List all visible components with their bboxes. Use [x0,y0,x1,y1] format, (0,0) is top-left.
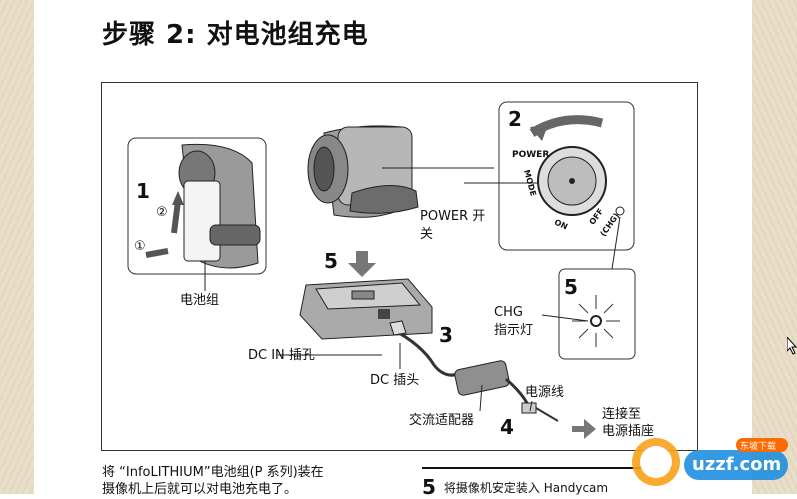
power-dial [464,115,625,270]
battery-pack-label: 电池组 [180,293,220,308]
step-number-5-station: 5 [324,249,338,273]
sub-step-2: ② [156,205,168,220]
right-background-texture [752,0,797,494]
handycam-station [299,251,433,340]
watermark-tag: 东坡下载 [740,442,777,452]
left-background-texture [0,0,34,494]
charging-illustration: 1 2 3 4 5 5 ① ② POWER MODE ON OFF (CHG) … [101,82,698,451]
body-paragraph: 将 “InfoLITHIUM”电池组(P 系列)装在 摄像机上后就可以对电池充电… [102,464,402,498]
body-text-line-2: 摄像机上后就可以对电池充电了。 [102,482,298,497]
next-step-heading: 5 将摄像机安定装入 Handycam [422,467,672,499]
step-number-3: 3 [439,323,453,347]
site-watermark: 东坡下载 uzzf.com [628,434,793,490]
next-step-number: 5 [422,475,436,499]
watermark-badge [632,438,788,486]
dial-inset-frame [498,101,635,251]
mouse-pointer-icon [786,335,797,359]
ac-adaptor-and-cable [278,320,596,439]
to-outlet-label-line1: 连接至 [602,407,642,422]
dc-plug-label: DC 插头 [370,373,420,388]
page-title: 步骤 2: 对电池组充电 [102,20,369,50]
to-outlet-label-line2: 电源插座 [602,424,655,439]
step-number-1: 1 [136,179,150,203]
battery-inset-frame [127,137,267,275]
ac-adaptor-label: 交流适配器 [409,413,475,428]
dc-in-jack-label: DC IN 插孔 [248,348,315,363]
step-number-5-chg: 5 [564,275,578,299]
dial-power-text: POWER [512,150,550,160]
next-step-text: 将摄像机安定装入 Handycam [443,481,609,495]
power-switch-label-line2: 关 [420,227,434,242]
power-switch-label-line1: POWER 开 [420,209,486,224]
body-text-line-1: 将 “InfoLITHIUM”电池组(P 系列)装在 [102,465,324,480]
chg-lamp-label-line1: CHG [494,305,523,320]
chg-inset-frame [558,268,636,360]
chg-lamp-label-line2: 指示灯 [494,323,534,338]
step-number-2: 2 [508,107,522,131]
watermark-brand: uzzf.com [692,454,782,475]
camcorder [307,125,494,218]
sub-step-1: ① [134,239,146,254]
power-cord-label: 电源线 [525,385,565,400]
camera-side-with-battery [145,143,261,269]
step-number-4: 4 [500,415,514,439]
chg-lamp-glow [541,295,620,347]
illustration-drawing [127,101,636,439]
